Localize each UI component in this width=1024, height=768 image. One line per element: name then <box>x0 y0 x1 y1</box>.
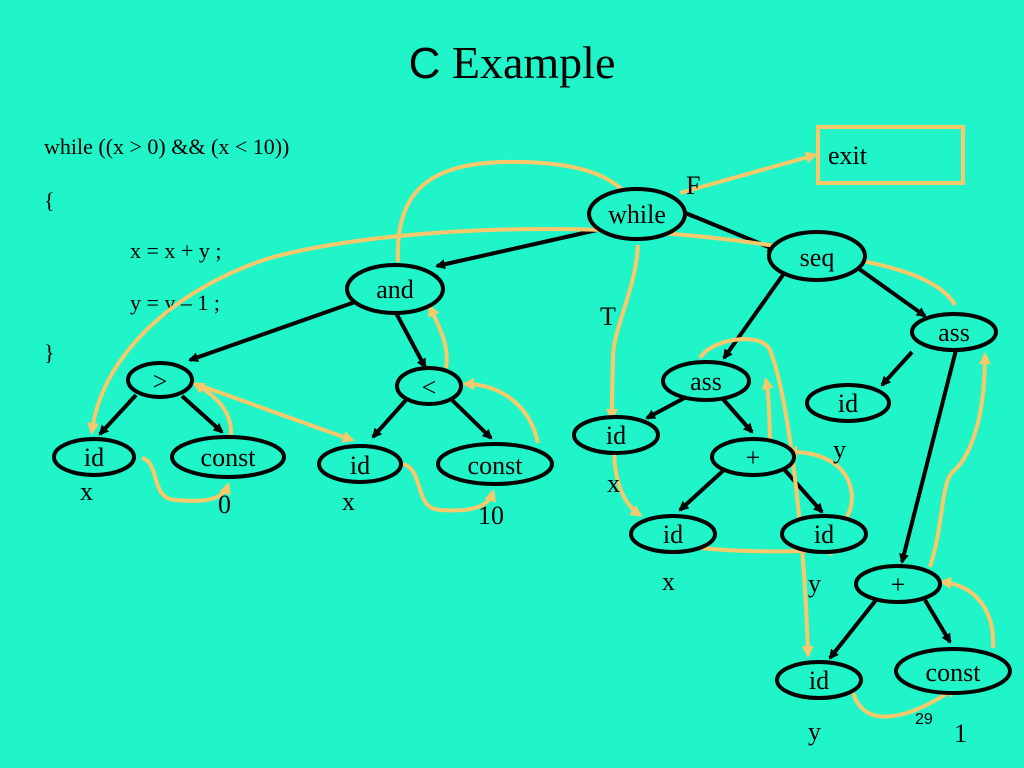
value-one: 1 <box>954 719 967 748</box>
node-plus2: + <box>854 564 942 604</box>
tree-nodes: while and seq > < ass ass id const id co… <box>52 187 1012 700</box>
flow-arrows <box>87 151 996 719</box>
node-id-plus1-left: id <box>629 514 717 554</box>
edge-while-and <box>435 228 598 270</box>
code-line-1: while ((x > 0) && (x < 10)) <box>44 134 290 159</box>
flow-const-to-plus <box>939 576 996 649</box>
node-const-plus2-label: const <box>926 658 982 687</box>
node-and: and <box>345 263 445 315</box>
value-y2: y <box>808 569 821 598</box>
node-id-ass2-label: id <box>838 389 858 418</box>
flow-id-to-idx <box>612 451 643 517</box>
node-gt: > <box>126 361 194 399</box>
flow-const-to-lt <box>462 378 540 444</box>
node-id-ass2: id <box>805 383 891 423</box>
node-ass2-label: ass <box>938 318 970 347</box>
code-line-3: x = x + y ; <box>130 238 222 263</box>
node-id-plus1-left-label: id <box>663 520 683 549</box>
exit-box: exit <box>816 125 965 185</box>
exit-label: exit <box>828 141 868 170</box>
flow-lt-to-and <box>428 304 449 369</box>
node-id-gt-label: id <box>84 443 104 472</box>
edge-gt-id <box>98 393 138 436</box>
slide-title: C Example <box>0 36 1024 89</box>
branch-false-label: F <box>686 171 700 200</box>
node-plus2-label: + <box>891 570 906 599</box>
node-ass1-label: ass <box>690 367 722 396</box>
flow-while-to-exit <box>679 151 818 195</box>
value-y1: y <box>833 435 846 464</box>
edge-and-gt <box>188 300 356 363</box>
node-while: while <box>587 187 687 241</box>
node-id-plus2: id <box>775 660 863 700</box>
node-seq: seq <box>767 230 867 282</box>
edge-plus2-const <box>923 598 952 644</box>
value-x3: x <box>607 469 620 498</box>
code-line-4: y = y – 1 ; <box>130 290 221 315</box>
node-id-ass1: id <box>572 415 660 455</box>
node-const-plus2: const <box>894 647 1012 695</box>
value-zero: 0 <box>218 490 231 519</box>
edge-ass1-plus <box>720 396 754 434</box>
node-gt-label: > <box>153 367 168 396</box>
node-id-plus1-right-label: id <box>814 520 834 549</box>
edge-plus1-idr <box>781 466 824 514</box>
value-x4: x <box>662 567 675 596</box>
flow-idy-to-const <box>851 686 958 719</box>
value-ten: 10 <box>478 501 504 530</box>
value-x1: x <box>80 477 93 506</box>
node-plus1-label: + <box>746 443 761 472</box>
flow-idy-to-plus <box>785 446 854 522</box>
edge-and-lt <box>393 310 427 369</box>
edge-ass2-id <box>880 350 914 387</box>
edge-plus1-idl <box>678 467 727 512</box>
node-ass2: ass <box>910 312 998 352</box>
title-c: C <box>408 39 441 88</box>
title-rest: Example <box>440 37 616 88</box>
node-const-gt: const <box>170 435 286 479</box>
edge-seq-ass2 <box>853 264 927 318</box>
node-and-label: and <box>376 275 414 304</box>
node-while-label: while <box>608 200 666 229</box>
edge-lt-const <box>450 398 493 440</box>
flow-while-to-id <box>606 244 640 421</box>
node-id-plus2-label: id <box>809 666 829 695</box>
node-ass1: ass <box>661 360 751 402</box>
code-line-5: } <box>44 340 55 365</box>
node-const-lt-label: const <box>468 451 524 480</box>
page-number: 29 <box>915 711 933 728</box>
node-id-lt: id <box>317 444 403 484</box>
flow-and-to-while <box>395 159 633 263</box>
edge-ass2-plus <box>899 349 958 564</box>
flow-gt-to-id <box>195 382 355 443</box>
branch-true-label: T <box>600 302 616 331</box>
node-lt: < <box>395 366 463 406</box>
node-lt-label: < <box>422 373 437 402</box>
node-const-gt-label: const <box>201 443 257 472</box>
code-line-2: { <box>44 188 55 213</box>
edge-gt-const <box>180 394 224 434</box>
node-id-gt: id <box>52 437 136 477</box>
value-x2: x <box>342 487 355 516</box>
node-id-lt-label: id <box>350 451 370 480</box>
node-plus1: + <box>710 437 796 477</box>
edge-plus2-id <box>828 598 878 660</box>
node-seq-label: seq <box>800 243 835 272</box>
node-const-lt: const <box>436 442 554 486</box>
node-id-plus1-right: id <box>780 514 868 554</box>
flow-ass-to-idy <box>698 336 814 658</box>
flow-id-to-const2 <box>402 462 497 513</box>
node-id-ass1-label: id <box>606 421 626 450</box>
flow-id-to-const <box>141 456 231 503</box>
edge-lt-id <box>371 398 408 439</box>
value-y3: y <box>808 717 821 746</box>
edge-seq-ass1 <box>722 270 787 360</box>
flow-plus-to-ass2 <box>928 352 991 568</box>
